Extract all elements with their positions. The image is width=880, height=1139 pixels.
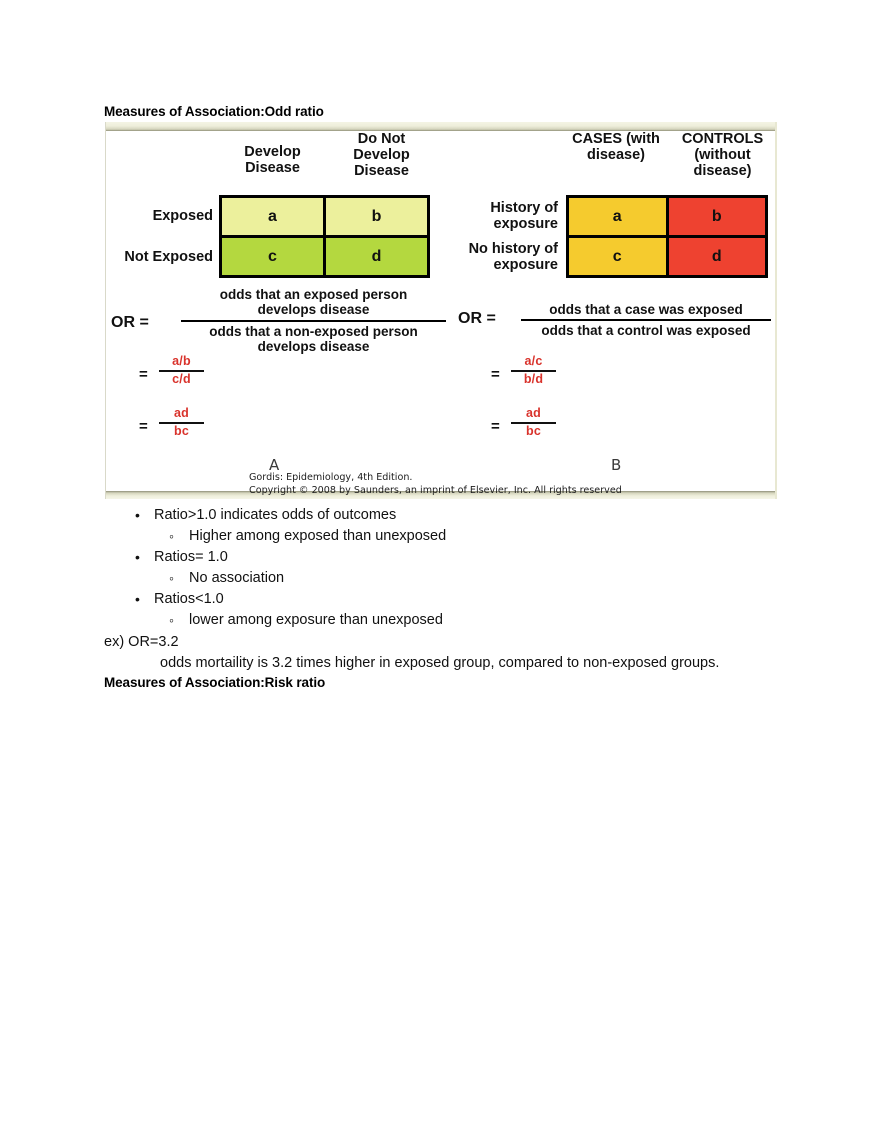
- panel-b-step2-denominator: bc: [526, 424, 541, 439]
- panel-b-row-label-no-history-of-exposure: No history of exposure: [468, 241, 558, 274]
- panel-b-step2-equals: =: [491, 418, 500, 435]
- figure-2x2-tables: Develop Disease Do Not Develop Disease E…: [105, 122, 777, 499]
- panel-a-step1-fraction: a/b c/d: [159, 354, 204, 387]
- panel-b-or-main-fraction: odds that a case was exposed odds that a…: [521, 302, 771, 339]
- panel-b-2x2-grid: a b c d: [566, 195, 768, 278]
- page-title-odd-ratio: Measures of Association:Odd ratio: [104, 104, 324, 119]
- list-item: lower among exposure than unexposed: [104, 610, 804, 631]
- panel-b-cell-c: c: [569, 238, 666, 275]
- panel-a-col-header-do-not-develop-disease: Do Not Develop Disease: [353, 131, 410, 180]
- panel-b-or-label: OR =: [458, 310, 496, 327]
- panel-b-step1-fraction: a/c b/d: [511, 354, 556, 387]
- panel-b-step1-fraction-bar: [511, 369, 556, 373]
- page-title-risk-ratio: Measures of Association:Risk ratio: [104, 675, 326, 690]
- panel-a-step2-denominator: bc: [174, 424, 189, 439]
- example-or-value: ex) OR=3.2: [104, 634, 179, 650]
- figure-credit-line-2: Copyright © 2008 by Saunders, an imprint…: [249, 485, 622, 496]
- panel-a-col-header-develop-disease: Develop Disease: [244, 144, 301, 177]
- panel-b-col-header-controls: CONTROLS (without disease): [681, 131, 764, 180]
- panel-a-step1-equals: =: [139, 366, 148, 383]
- panel-b-letter: B: [611, 456, 622, 474]
- list-item: Higher among exposed than unexposed: [104, 526, 804, 547]
- panel-b-step2-numerator: ad: [526, 406, 541, 420]
- panel-a-step1-denominator: c/d: [172, 372, 191, 387]
- example-or-interpretation: odds mortaility is 3.2 times higher in e…: [160, 655, 720, 671]
- notes-bullet-list: Ratio>1.0 indicates odds of outcomes Hig…: [104, 505, 804, 631]
- panel-b-or-numerator: odds that a case was exposed: [549, 302, 743, 317]
- panel-b-step2-fraction: ad bc: [511, 406, 556, 439]
- panel-a-or-main-fraction: odds that an exposed person develops dis…: [181, 287, 446, 354]
- figure-top-border: [106, 122, 775, 131]
- panel-b-or-fraction-bar: [521, 319, 771, 322]
- panel-a-step2-fraction: ad bc: [159, 406, 204, 439]
- panel-b-step1-equals: =: [491, 366, 500, 383]
- panel-a-or-fraction-bar: [181, 319, 446, 322]
- panel-a-cell-b: b: [326, 198, 427, 235]
- panel-b-or-denominator: odds that a control was exposed: [541, 323, 751, 339]
- panel-b-step2-fraction-bar: [511, 421, 556, 425]
- figure-bottom-border: [106, 491, 775, 499]
- panel-a-step2-fraction-bar: [159, 421, 204, 425]
- panel-a-row-label-not-exposed: Not Exposed: [124, 249, 213, 265]
- list-item: Ratios= 1.0: [104, 547, 804, 568]
- panel-a-step1-numerator: a/b: [172, 354, 191, 368]
- panel-b-cell-b: b: [668, 198, 765, 235]
- panel-b-step1-denominator: b/d: [523, 372, 544, 387]
- panel-a-or-denominator: odds that a non-exposed person develops …: [209, 323, 418, 354]
- list-item: Ratio>1.0 indicates odds of outcomes: [104, 505, 804, 526]
- panel-a-cell-d: d: [326, 238, 427, 275]
- panel-a-or-label: OR =: [111, 314, 149, 331]
- panel-b-col-header-cases: CASES (with disease): [572, 131, 660, 164]
- panel-b-cell-a: a: [569, 198, 666, 235]
- panel-b-cell-d: d: [668, 238, 765, 275]
- panel-a-letter: A: [269, 456, 280, 474]
- panel-a-step2-numerator: ad: [174, 406, 189, 420]
- panel-a-cell-a: a: [222, 198, 323, 235]
- panel-a-2x2-grid: a b c d: [219, 195, 430, 278]
- panel-a-or-numerator: odds that an exposed person develops dis…: [219, 287, 408, 318]
- list-item: Ratios<1.0: [104, 589, 804, 610]
- panel-b-step1-numerator: a/c: [524, 354, 543, 368]
- panel-a-step2-equals: =: [139, 418, 148, 435]
- figure-credit-line-1: Gordis: Epidemiology, 4th Edition.: [249, 472, 413, 483]
- panel-b-row-label-history-of-exposure: History of exposure: [490, 200, 558, 233]
- panel-a-step1-fraction-bar: [159, 369, 204, 373]
- panel-a-row-label-exposed: Exposed: [152, 208, 213, 224]
- list-item: No association: [104, 568, 804, 589]
- panel-a-cell-c: c: [222, 238, 323, 275]
